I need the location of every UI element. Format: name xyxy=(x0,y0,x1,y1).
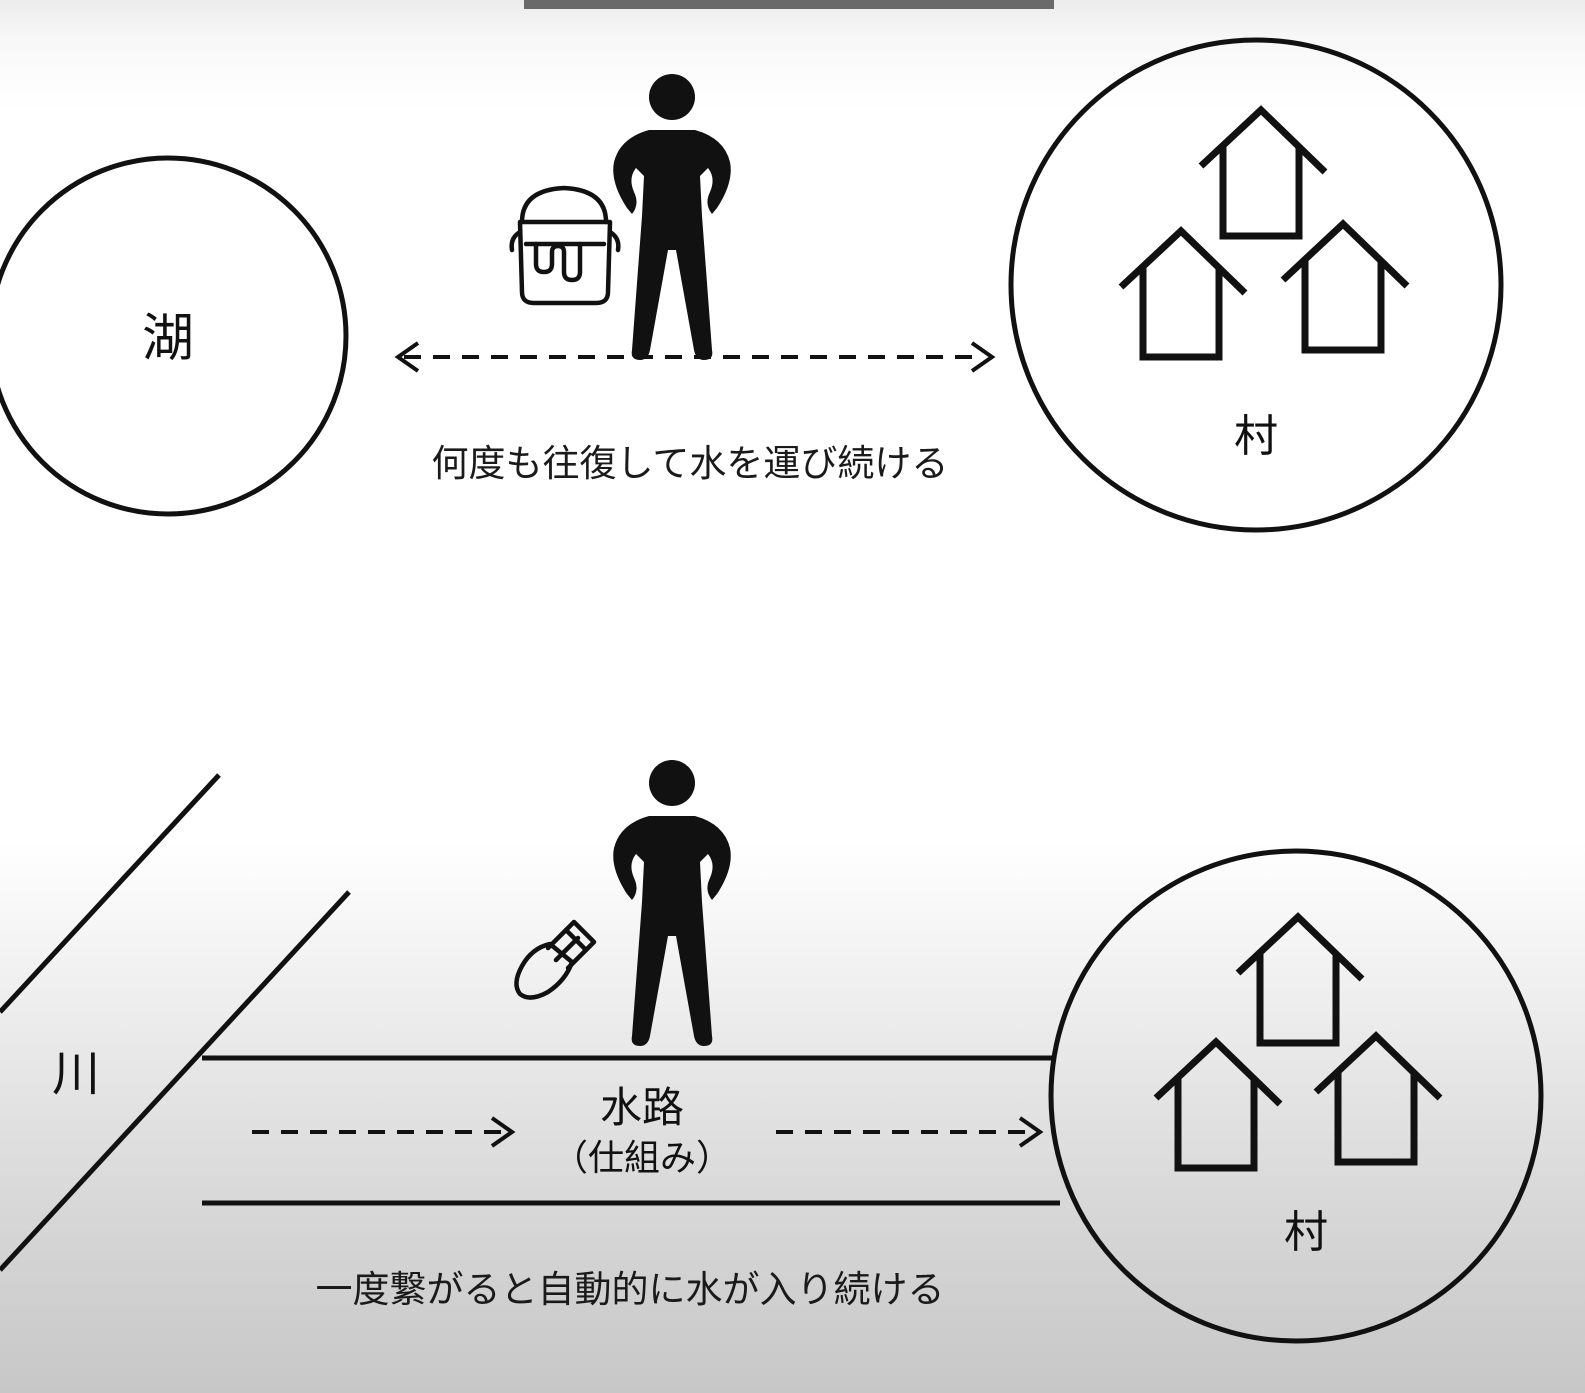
village-circle xyxy=(1008,37,1504,533)
flow-arrow-left xyxy=(252,1116,516,1148)
house-icon xyxy=(1156,1042,1280,1168)
house-icon xyxy=(1283,224,1407,350)
person-icon xyxy=(613,74,731,360)
lake-label: 湖 xyxy=(142,309,194,369)
top-caption: 何度も往復して水を運び続ける xyxy=(432,442,949,485)
house-icon xyxy=(1121,231,1245,357)
lake-circle xyxy=(0,155,349,517)
house-icon xyxy=(1316,1036,1440,1162)
channel-label: 水路 xyxy=(600,1083,684,1132)
river-banks xyxy=(0,773,351,1272)
village-label: 村 xyxy=(1234,411,1278,462)
channel-sublabel: （仕組み） xyxy=(552,1138,732,1179)
top-bar xyxy=(524,0,1054,9)
village-circle-bottom xyxy=(1048,848,1544,1344)
village-label-bottom: 村 xyxy=(1284,1207,1328,1258)
river-label: 川 xyxy=(52,1046,100,1102)
house-icon xyxy=(1201,110,1325,236)
flow-arrow-right xyxy=(776,1116,1044,1148)
house-icon xyxy=(1238,917,1362,1043)
shovel-icon xyxy=(514,919,597,1000)
person-icon xyxy=(613,760,731,1046)
bottom-caption: 一度繋がると自動的に水が入り続ける xyxy=(316,1268,945,1311)
round-trip-arrow xyxy=(394,341,996,373)
bucket-icon xyxy=(509,185,621,306)
water-channel xyxy=(202,1055,1060,1206)
